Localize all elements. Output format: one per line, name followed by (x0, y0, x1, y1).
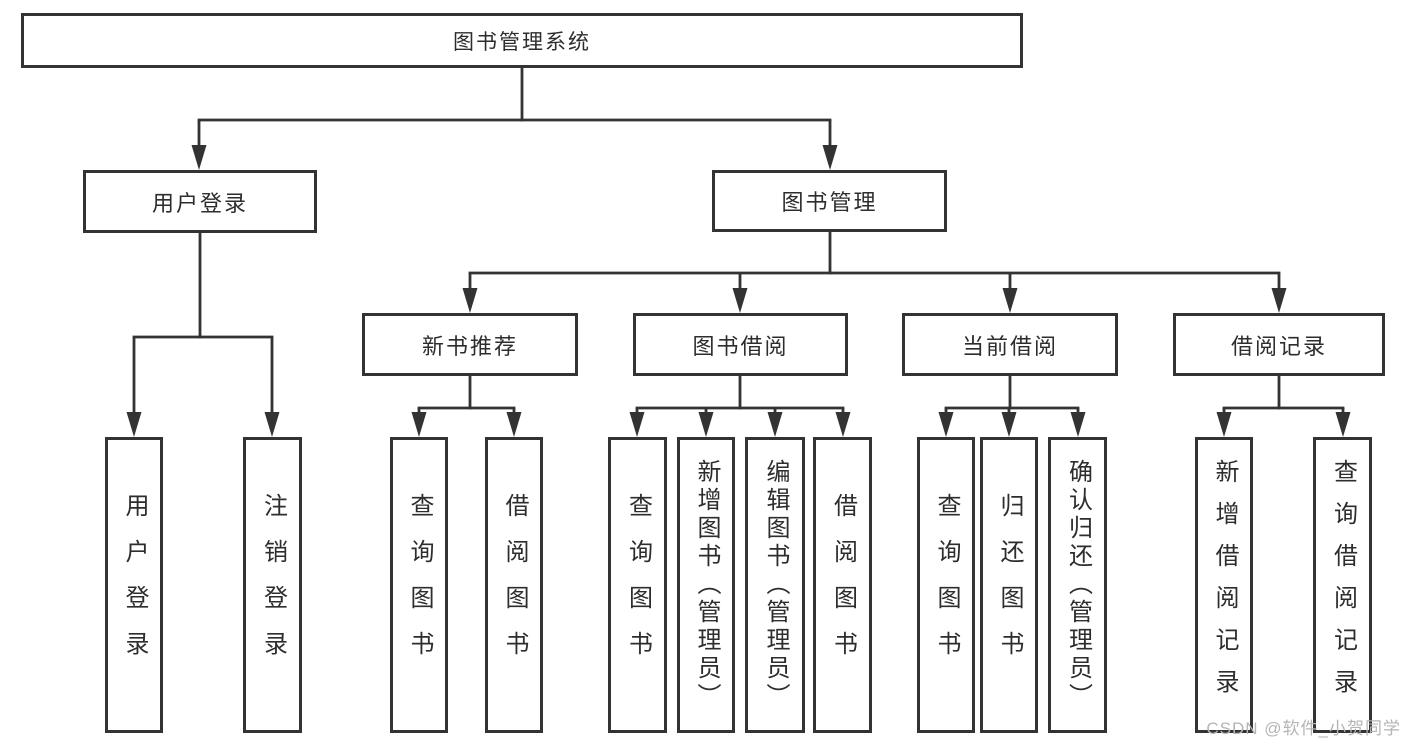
node-user-login-leaf-label: 用户登录 (121, 493, 148, 677)
node-borrow-books-1: 借阅图书 (485, 437, 543, 733)
node-user-login: 用户登录 (83, 170, 317, 233)
node-query-borrow-record: 查询借阅记录 (1313, 437, 1372, 733)
node-book-borrow: 图书借阅 (633, 313, 848, 376)
node-new-book-recommend: 新书推荐 (362, 313, 578, 376)
node-query-books-1: 查询图书 (390, 437, 448, 733)
node-query-books-2-label: 查询图书 (624, 493, 652, 677)
node-borrow-books-2: 借阅图书 (813, 437, 872, 733)
node-logout-label: 注销登录 (259, 493, 287, 677)
node-logout: 注销登录 (243, 437, 302, 733)
node-current-borrow: 当前借阅 (902, 313, 1118, 376)
node-root: 图书管理系统 (21, 13, 1023, 68)
node-root-label: 图书管理系统 (453, 30, 591, 54)
node-add-borrow-record: 新增借阅记录 (1195, 437, 1253, 733)
node-new-book-recommend-label: 新书推荐 (421, 333, 518, 359)
node-query-books-1-label: 查询图书 (406, 493, 433, 677)
node-book-management-label: 图书管理 (781, 190, 878, 215)
watermark: CSDN @软件_小贺同学 (1206, 719, 1401, 738)
arrowhead-group (126, 145, 1351, 437)
node-return-books: 归还图书 (980, 437, 1038, 733)
node-borrow-records: 借阅记录 (1173, 313, 1385, 376)
node-add-book-admin-label: 新增图书（管理员） (693, 459, 720, 711)
node-user-login-label: 用户登录 (151, 190, 248, 216)
node-book-borrow-label: 图书借阅 (692, 333, 789, 359)
node-borrow-records-label: 借阅记录 (1230, 333, 1327, 359)
node-add-borrow-record-label: 新增借阅记录 (1211, 459, 1238, 711)
node-book-management: 图书管理 (712, 170, 947, 232)
node-return-books-label: 归还图书 (996, 493, 1023, 677)
node-borrow-books-2-label: 借阅图书 (829, 493, 857, 677)
node-borrow-books-1-label: 借阅图书 (501, 493, 528, 677)
node-confirm-return-admin: 确认归还（管理员） (1048, 437, 1107, 733)
node-query-books-3-label: 查询图书 (933, 493, 960, 677)
node-query-borrow-record-label: 查询借阅记录 (1329, 459, 1357, 711)
node-edit-book-admin-label: 编辑图书（管理员） (762, 459, 789, 711)
node-current-borrow-label: 当前借阅 (961, 333, 1058, 359)
node-confirm-return-admin-label: 确认归还（管理员） (1064, 459, 1092, 711)
node-query-books-2: 查询图书 (608, 437, 667, 733)
node-user-login-leaf: 用户登录 (105, 437, 163, 733)
node-query-books-3: 查询图书 (917, 437, 975, 733)
node-edit-book-admin: 编辑图书（管理员） (745, 437, 805, 733)
node-add-book-admin: 新增图书（管理员） (677, 437, 735, 733)
